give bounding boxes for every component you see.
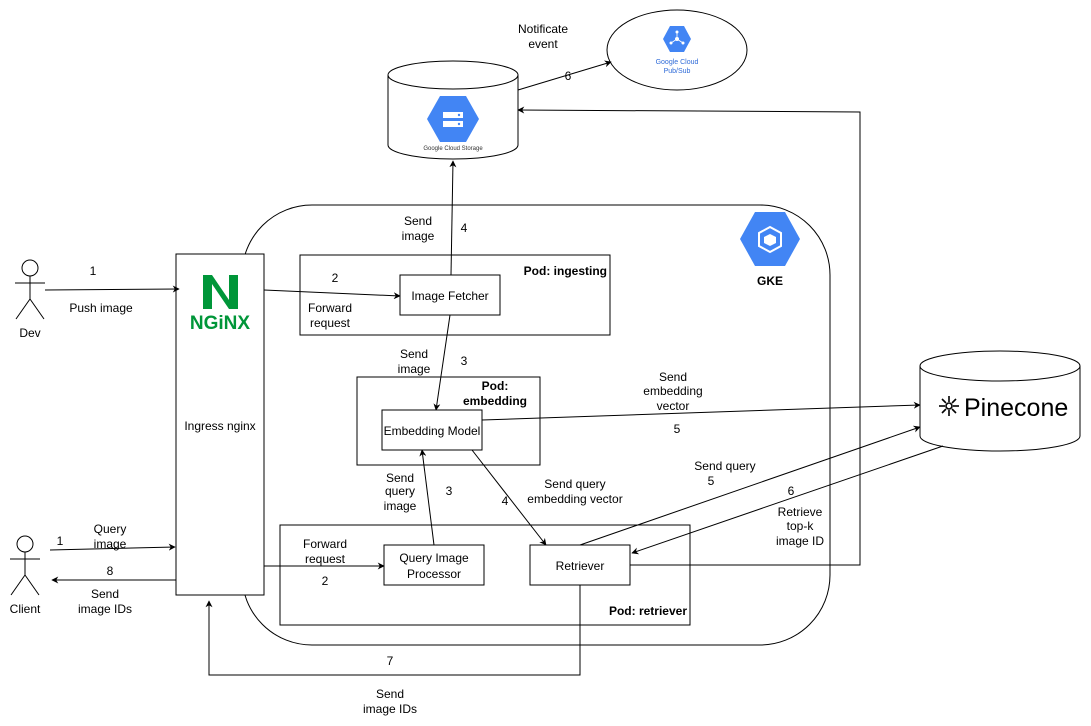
label-forward-request-query-2: request: [305, 552, 346, 566]
step-notify-event: 6: [565, 69, 572, 83]
dev-actor-icon: [15, 259, 45, 320]
label-retrieve-topk-2: top-k: [787, 519, 815, 533]
ingress-nginx-label: Ingress nginx: [184, 419, 255, 433]
query-image-processor-label-1: Query Image: [399, 551, 469, 565]
label-query-image-1: Query: [94, 522, 127, 536]
step-send-query-embedding: 4: [502, 494, 509, 508]
label-send-query-image-3: image: [384, 499, 417, 513]
pubsub-logo-text-2: Pub/Sub: [664, 68, 691, 75]
pubsub-hexagon-icon: [663, 26, 691, 52]
label-send-image-embed-1: Send: [400, 347, 428, 361]
pod-embedding-label-1: Pod:: [482, 379, 509, 393]
label-retrieve-topk-1: Retrieve: [778, 505, 823, 519]
label-send-embedding-vector-3: vector: [657, 399, 690, 413]
pinecone-label: Pinecone: [964, 394, 1068, 422]
edge-notify-event: [517, 60, 612, 91]
label-forward-request-ingest-2: request: [310, 316, 351, 330]
label-send-embedding-vector-2: embedding: [643, 384, 702, 398]
step-send-image-embed: 3: [461, 354, 468, 368]
label-send-image-storage-2: image: [402, 229, 435, 243]
label-send-query-embedding-1: Send query: [544, 477, 605, 491]
label-query-image-2: image: [94, 537, 127, 551]
edge-send-query-embedding: [471, 449, 547, 546]
pinecone-icon: [939, 396, 959, 416]
nginx-logo-icon: [203, 275, 238, 309]
step-push-image: 1: [90, 264, 97, 278]
step-forward-request-query: 2: [322, 574, 329, 588]
storage-logo-text: Google Cloud Storage: [423, 146, 483, 152]
label-send-query-image-1: Send: [386, 471, 414, 485]
pod-embedding-label-2: embedding: [463, 394, 527, 408]
label-send-image-embed-2: image: [398, 362, 431, 376]
storage-hexagon-icon: [427, 96, 479, 142]
pubsub-logo-text-1: Google Cloud: [656, 59, 699, 66]
edge-push-image: [44, 285, 180, 293]
pod-retriever-label: Pod: retriever: [609, 604, 687, 618]
client-actor-icon: [10, 535, 40, 596]
edge-send-query: [579, 425, 921, 546]
step-send-query-image: 3: [446, 484, 453, 498]
label-send-image-ids-ingress-1: Send: [376, 687, 404, 701]
label-send-query-image-2: query: [385, 484, 415, 498]
pod-ingesting-label: Pod: ingesting: [524, 264, 607, 278]
client-label: Client: [10, 602, 41, 616]
ingress-nginx-box: [175, 253, 265, 596]
pinecone-cylinder: [919, 350, 1081, 452]
gke-hexagon-icon: [740, 212, 800, 266]
edge-query-image: [49, 543, 176, 551]
label-send-image-ids-client-1: Send: [91, 587, 119, 601]
label-send-query: Send query: [694, 459, 755, 473]
edge-send-image-ids-ingress: [205, 585, 581, 676]
query-image-processor-label-2: Processor: [407, 567, 461, 581]
embedding-model-label: Embedding Model: [384, 424, 481, 438]
label-notify-event-1: Notificate: [518, 22, 568, 36]
edge-send-image-storage: [449, 160, 457, 276]
step-send-query: 5: [708, 474, 715, 488]
step-send-image-storage: 4: [461, 221, 468, 235]
edge-send-image-embed: [433, 314, 451, 411]
label-send-image-storage-1: Send: [404, 214, 432, 228]
retriever-label: Retriever: [556, 559, 605, 573]
gke-label: GKE: [757, 274, 783, 288]
step-retrieve-topk: 6: [788, 484, 795, 498]
step-send-image-ids-client: 8: [107, 564, 114, 578]
image-fetcher-label: Image Fetcher: [411, 289, 488, 303]
step-send-image-ids-ingress: 7: [387, 654, 394, 668]
label-notify-event-2: event: [528, 37, 558, 51]
step-send-embedding-vector: 5: [674, 422, 681, 436]
label-send-image-ids-ingress-2: image IDs: [363, 702, 417, 716]
edge-retrieve-topk: [631, 445, 944, 555]
label-send-embedding-vector-1: Send: [659, 370, 687, 384]
dev-label: Dev: [19, 326, 40, 340]
label-retrieve-topk-3: image ID: [776, 534, 824, 548]
edge-retriever-to-storage: [517, 106, 861, 566]
embedding-model-box: [381, 409, 483, 451]
label-forward-request-query-1: Forward: [303, 537, 347, 551]
retriever-box: [529, 544, 631, 586]
label-send-image-ids-client-2: image IDs: [78, 602, 132, 616]
edge-forward-request-ingest: [263, 289, 401, 300]
edge-send-embedding-vector: [481, 401, 921, 421]
step-query-image: 1: [57, 534, 64, 548]
edge-send-query-image: [419, 449, 435, 546]
nginx-logo-text: NGiNX: [190, 313, 251, 334]
step-forward-request-ingest: 2: [332, 271, 339, 285]
label-forward-request-ingest-1: Forward: [308, 301, 352, 315]
label-push-image: Push image: [69, 301, 133, 315]
label-send-query-embedding-2: embedding vector: [527, 492, 622, 506]
